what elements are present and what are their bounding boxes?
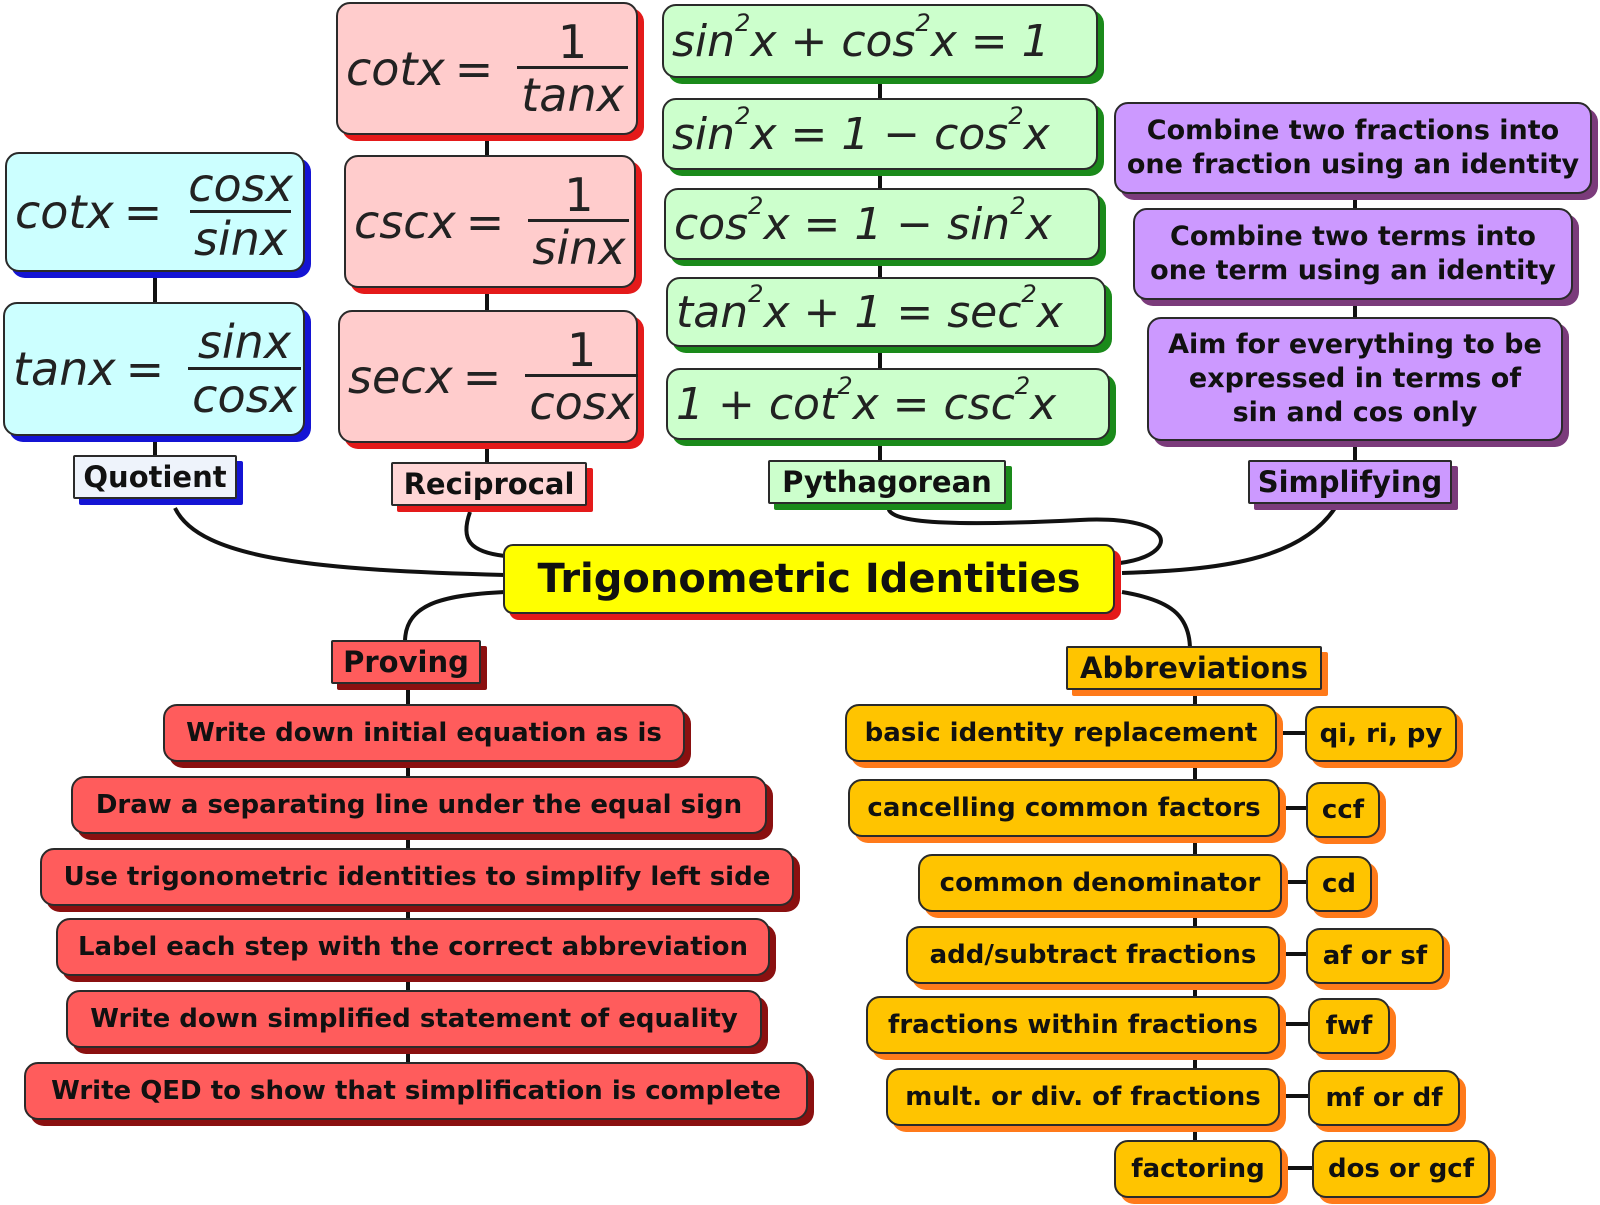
abbreviation-code-3: cd [1306,856,1372,912]
proving-step-1: Write down initial equation as is [163,704,685,762]
simplifying-tip-3: Aim for everything to be expressed in te… [1147,317,1563,441]
proving-step-2: Draw a separating line under the equal s… [71,776,767,834]
proving-label: Proving [331,640,481,684]
simplifying-tip-1: Combine two fractions into one fraction … [1114,102,1592,194]
abbreviation-term-2: cancelling common factors [848,779,1280,837]
simplifying-label: Simplifying [1248,460,1452,504]
proving-step-5: Write down simplified statement of equal… [66,990,762,1048]
proving-step-4: Label each step with the correct abbrevi… [56,918,770,976]
abbreviation-term-6: mult. or div. of fractions [886,1068,1280,1126]
quotient-label: Quotient [73,455,237,499]
abbreviation-code-1: qi, ri, py [1305,706,1457,762]
pythagorean-label: Pythagorean [768,460,1006,504]
abbreviation-code-4: af or sf [1306,928,1444,984]
central-title: Trigonometric Identities [503,544,1115,614]
abbreviation-term-4: add/subtract fractions [906,926,1280,984]
abbreviation-code-2: ccf [1306,782,1380,838]
abbreviation-code-7: dos or gcf [1312,1140,1490,1198]
abbreviation-term-5: fractions within fractions [866,996,1280,1054]
reciprocal-label: Reciprocal [391,462,587,506]
abbreviations-label: Abbreviations [1066,646,1322,690]
simplifying-tip-2: Combine two terms into one term using an… [1133,208,1573,300]
abbreviation-code-6: mf or df [1308,1070,1460,1126]
abbreviation-term-7: factoring [1114,1140,1282,1198]
proving-step-3: Use trigonometric identities to simplify… [40,848,794,906]
abbreviation-term-1: basic identity replacement [845,704,1277,762]
abbreviation-term-3: common denominator [918,854,1282,912]
abbreviation-code-5: fwf [1308,998,1390,1054]
proving-step-6: Write QED to show that simplification is… [24,1062,808,1120]
